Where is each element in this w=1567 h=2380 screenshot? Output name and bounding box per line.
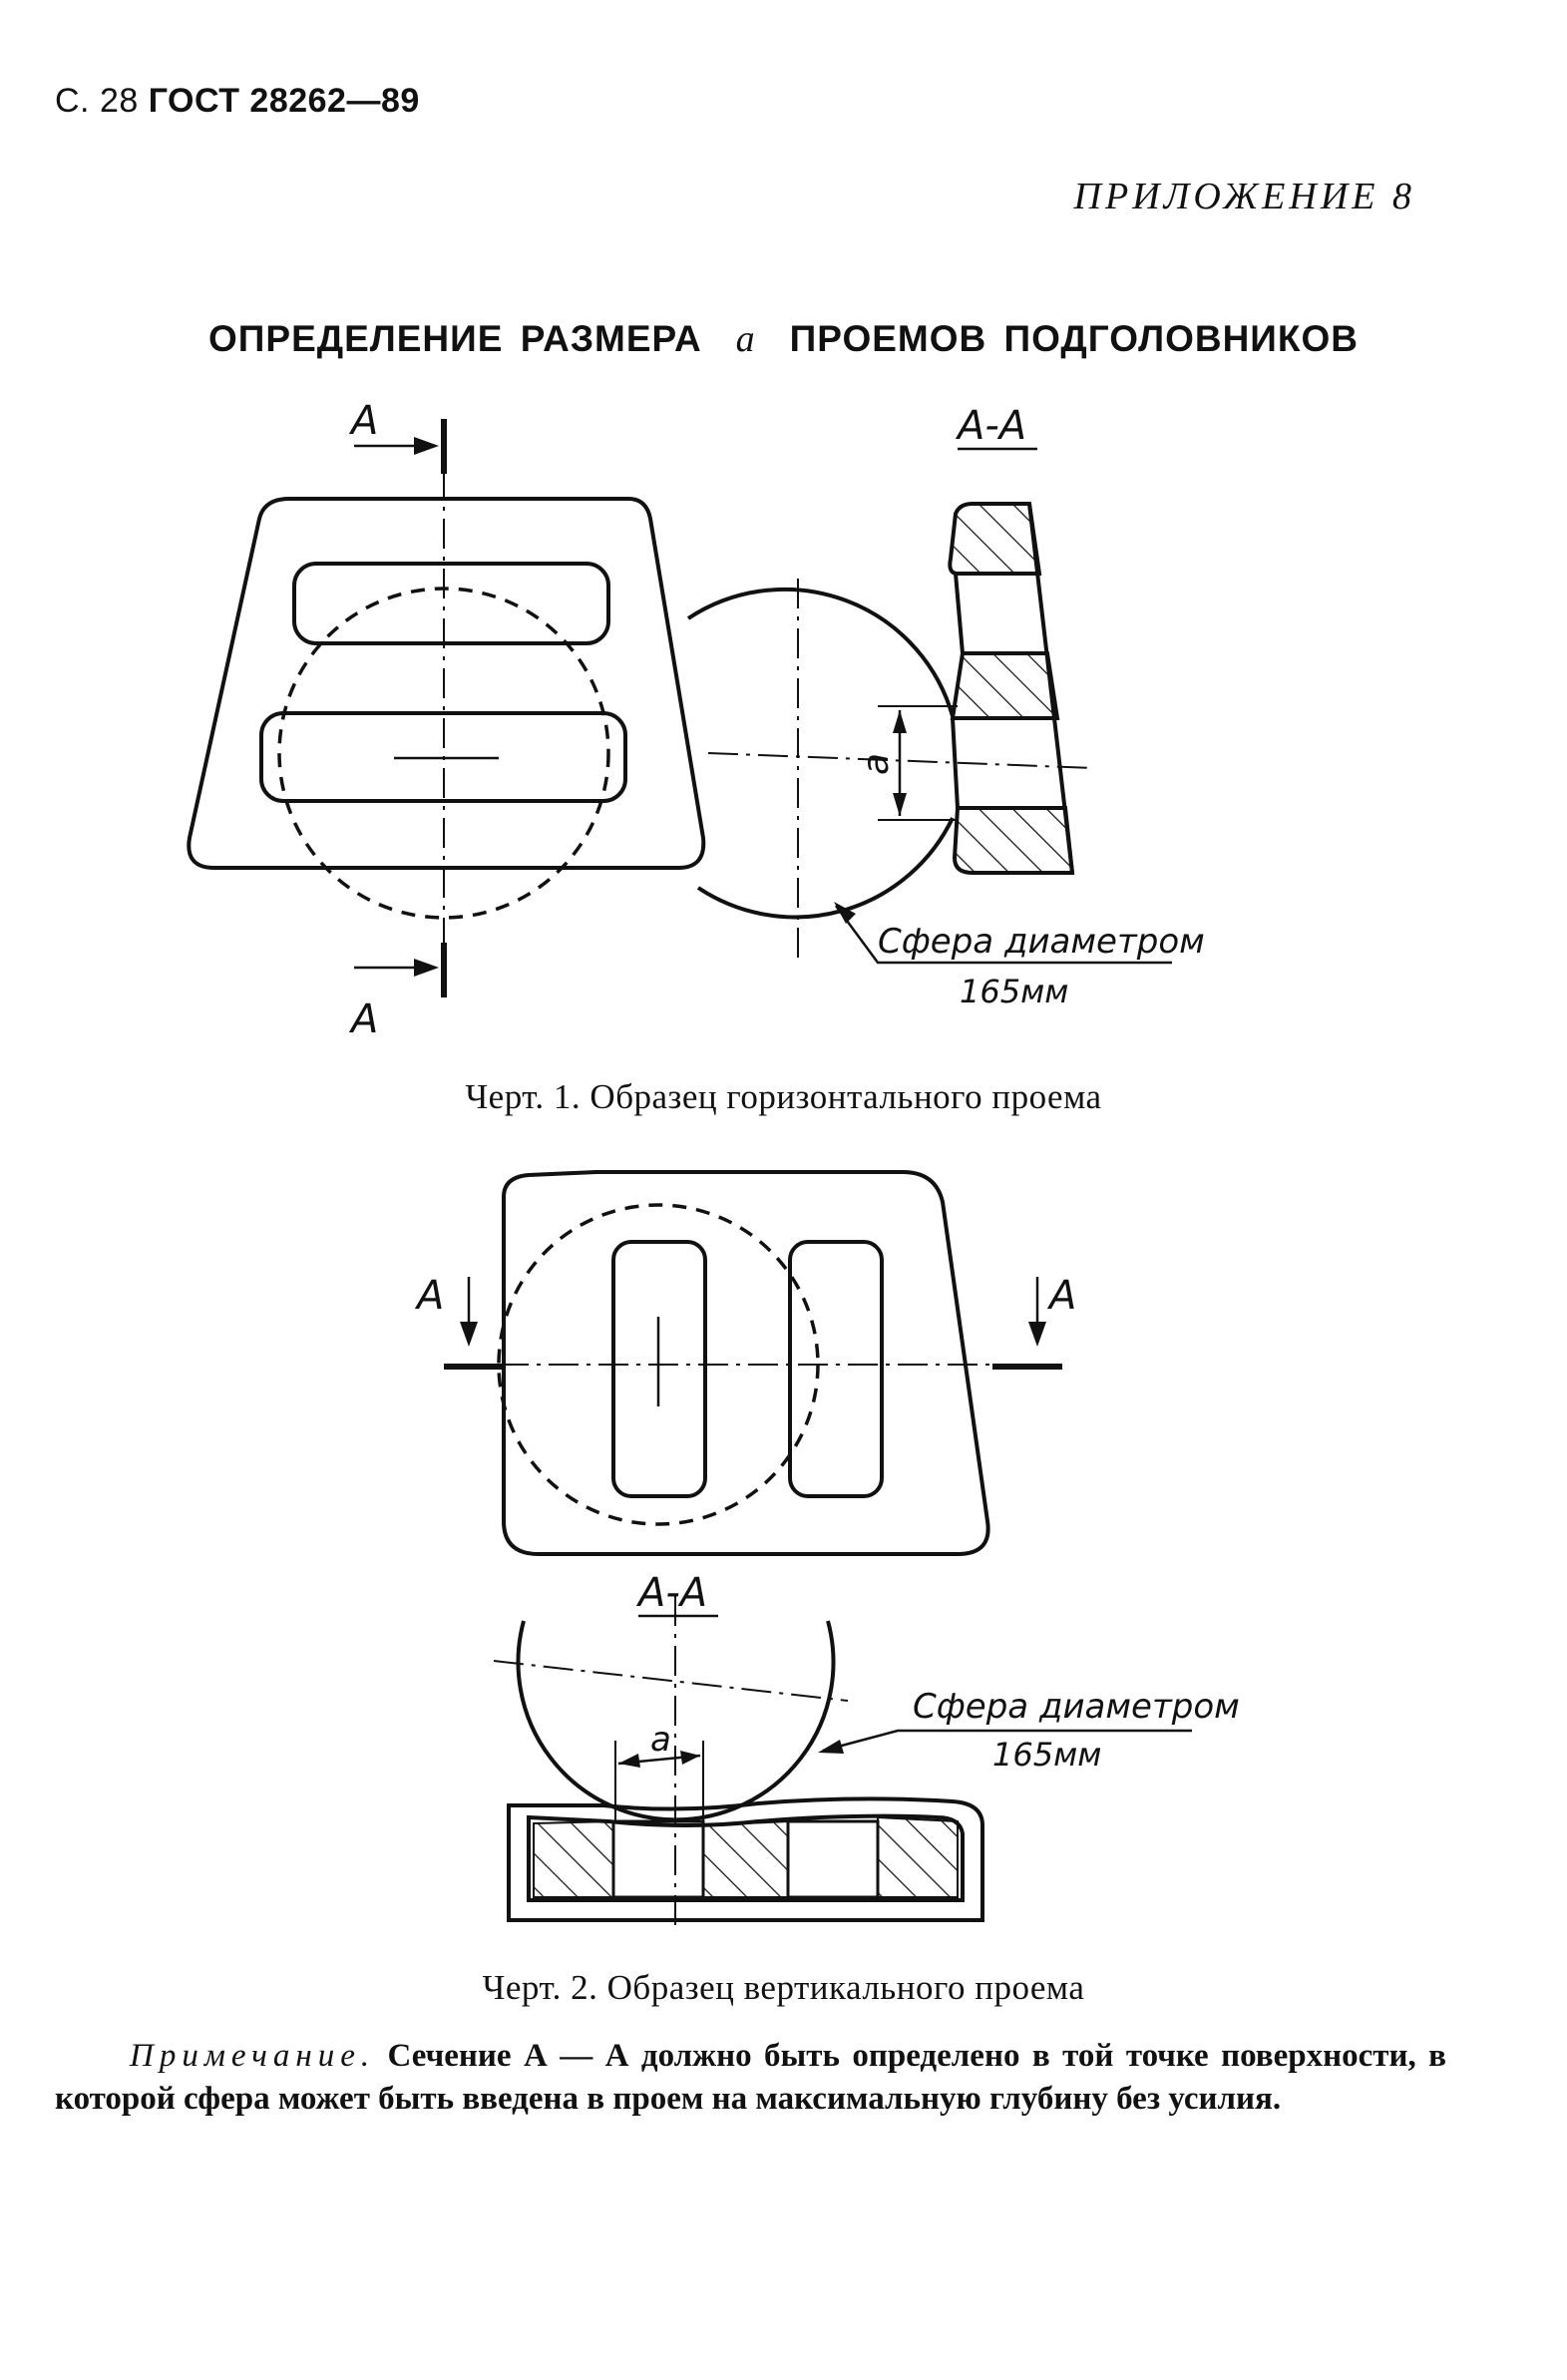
page-number: С. 28 (55, 82, 139, 120)
fig1-lower-slot (259, 711, 627, 803)
fig2-sphere-label-2: 165мм (992, 1736, 1101, 1774)
page-header: С. 28 ГОСТ 28262—89 (55, 82, 420, 121)
fig2-hatch-middle (702, 1819, 789, 1898)
fig2-arrow-right (1028, 1322, 1046, 1347)
fig2-hatch-right (877, 1815, 959, 1898)
fig1-section-block-middle (950, 651, 1060, 720)
fig1-sphere-label-1: Сфера диаметром (878, 922, 1205, 962)
fig2-dimension-label: a (650, 1720, 671, 1760)
fig1-section-block-bottom (952, 806, 1075, 875)
document-title: ОПРЕДЕЛЕНИЕ РАЗМЕРА a ПРОЕМОВ ПОДГОЛОВНИКО… (0, 317, 1567, 361)
fig2-sphere-leader (822, 1729, 1192, 1753)
fig1-arrow-bottom (414, 959, 439, 977)
fig1-sphere-label-2: 165мм (960, 973, 1068, 1010)
fig2-headrest-outline (502, 1170, 990, 1556)
appendix-label: ПРИЛОЖЕНИЕ 8 (1073, 176, 1415, 217)
fig1-headrest-outline (187, 497, 706, 870)
fig2-arrow-left (460, 1322, 478, 1347)
figure-2-drawing (444, 1170, 1192, 1925)
fig1-arrow-label-bottom: A (348, 996, 378, 1042)
figure-1-caption: Черт. 1. Образец горизонтального проема (465, 1077, 1102, 1116)
title-part-2: ПРОЕМОВ ПОДГОЛОВНИКОВ (789, 318, 1359, 359)
note-text: Сечение А — А должно быть определено в т… (55, 2038, 1446, 2117)
note-paragraph: Примечание. Сечение А — А должно быть оп… (55, 2035, 1446, 2121)
fig2-hatch-left (533, 1819, 614, 1898)
fig1-section-block-top (948, 502, 1042, 576)
figure-1-drawing (187, 419, 1172, 997)
fig2-sphere-label-1: Сфера диаметром (913, 1687, 1240, 1727)
fig2-arrow-label-right: A (1046, 1273, 1076, 1319)
fig1-section-label: A-A (955, 403, 1026, 449)
fig1-upper-slot (292, 562, 610, 645)
title-part-1: ОПРЕДЕЛЕНИЕ РАЗМЕРА (208, 318, 702, 359)
note-label: Примечание. (130, 2038, 376, 2074)
figure-2-caption: Черт. 2. Образец вертикального проема (482, 1968, 1085, 2007)
standard-code: ГОСТ 28262—89 (148, 82, 420, 120)
fig1-sphere-leader (834, 905, 1172, 965)
title-variable: a (735, 318, 756, 360)
fig2-section-label: A-A (635, 1570, 707, 1616)
fig2-base-outline (507, 1796, 984, 1922)
fig2-arrow-label-left: A (414, 1273, 444, 1319)
fig1-dimension-label: a (856, 753, 897, 775)
fig2-left-slot (611, 1240, 707, 1498)
fig2-right-slot (788, 1240, 884, 1498)
fig1-arrow-label-top: A (348, 398, 378, 444)
fig1-arrow-top (414, 437, 439, 455)
